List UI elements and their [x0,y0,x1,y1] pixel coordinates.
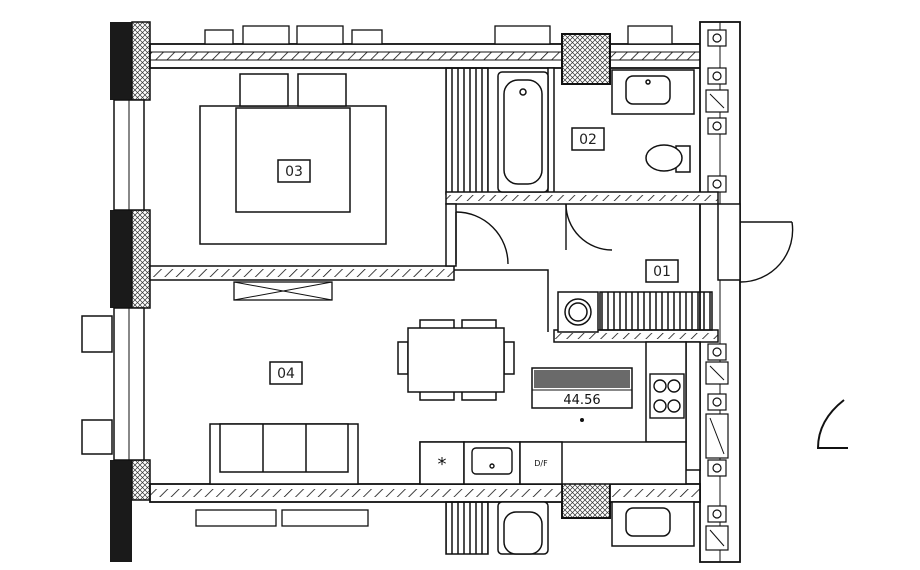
room-number-02: 02 [579,132,597,148]
riser-valves [705,29,729,551]
doors [455,203,794,283]
area-box [531,367,633,409]
sofa [209,423,359,485]
bathtub [497,71,549,193]
room-number-03: 03 [285,164,303,180]
dining-table [397,319,515,401]
toilet [645,144,691,173]
top-wall [149,25,703,69]
left-facade-wall [110,21,151,562]
living-radiator-2 [281,509,369,527]
orientation-mark [816,399,848,449]
room-number-04: 04 [277,366,295,382]
area-dot [580,418,584,422]
room-tag-02: 02 [571,127,605,151]
dishwasher-label: D/F [534,459,548,468]
living-radiator [195,509,277,527]
washbasin-top [611,69,695,115]
room-tag-03: 03 [277,159,311,183]
cooktop [649,373,685,419]
kitchen-sink [471,447,513,475]
washing-machine [557,291,599,333]
ventilation-shaft-top [561,33,611,85]
freezer-symbol: * [438,454,447,475]
room-number-01: 01 [653,264,671,280]
bed [199,73,387,245]
radiator-cross [233,281,333,301]
total-area: 44.56 [563,393,600,408]
bottom-fixtures [445,501,695,555]
balcony-stubs [81,315,113,455]
room-tag-01: 01 [645,259,679,283]
room-tag-04: 04 [269,361,303,385]
hall-wardrobe [599,291,713,331]
